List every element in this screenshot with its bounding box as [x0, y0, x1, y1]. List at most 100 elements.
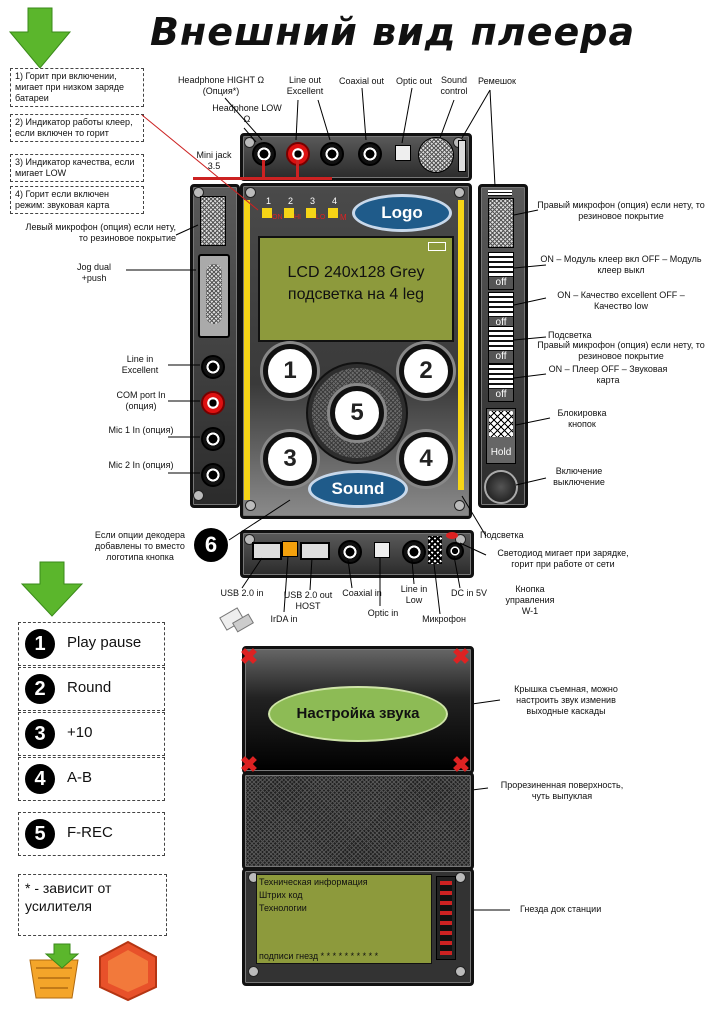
coaxial-out-label: Coaxial out — [338, 76, 385, 86]
button-5[interactable]: 5 — [330, 386, 384, 440]
lock-label: Блокировка кнопок — [557, 408, 607, 429]
led-number-4: 4 — [332, 196, 338, 206]
remove-screw-icon: ✖ — [451, 644, 471, 669]
hold-pattern — [489, 411, 513, 437]
screw — [248, 966, 259, 977]
sound-control-knob[interactable] — [418, 137, 454, 173]
optic-out-label: Optic out — [395, 76, 433, 86]
lcd-line-2: подсветка на 4 leg — [287, 286, 425, 303]
button-4[interactable]: 4 — [399, 432, 453, 486]
led-indicator-1 — [262, 208, 272, 218]
sound-badge[interactable]: Sound — [308, 470, 408, 508]
info-line-3: Технологии — [259, 903, 307, 913]
strap-loop — [458, 140, 466, 172]
line-out-jack[interactable] — [320, 142, 344, 166]
switch-mode[interactable]: off — [488, 364, 514, 402]
led-number-1: 1 — [266, 196, 272, 206]
screw — [193, 490, 204, 501]
jog-dial[interactable] — [198, 254, 230, 338]
charge-led — [446, 532, 458, 539]
switch-cleer[interactable]: off — [488, 252, 514, 290]
dock-note: Гнезда док станции — [520, 904, 602, 914]
coaxial-out-jack[interactable] — [358, 142, 382, 166]
mini-jack-wire — [262, 160, 265, 180]
left-backlight-strip — [244, 200, 250, 500]
jog-wheel[interactable] — [206, 264, 222, 324]
usb-in-label: USB 2.0 in — [220, 588, 264, 598]
mic2-jack[interactable] — [201, 463, 225, 487]
lcd-screen: LCD 240x128 Grey подсветка на 4 leg — [258, 236, 454, 342]
logo-badge: Logo — [352, 194, 452, 232]
right-mic-2-label: Правый микрофон (опция) если нету, то ре… — [537, 340, 705, 361]
power-label: Включение выключение — [553, 466, 605, 487]
optic-out-port[interactable] — [395, 145, 411, 161]
line-in-excellent-jack[interactable] — [201, 355, 225, 379]
info-line-1: Техническая информация — [259, 877, 368, 887]
battery-icon — [428, 242, 446, 251]
legend-label: Play pause — [67, 634, 142, 651]
button-3[interactable]: 3 — [263, 432, 317, 486]
mic2-label: Mic 2 In (опция) — [108, 460, 174, 470]
optic-in-label: Optic in — [367, 608, 399, 618]
dock-pins — [440, 881, 452, 955]
info-line-2: Штрих код — [259, 890, 303, 900]
usb-out-port[interactable] — [300, 542, 330, 560]
mini-jack-wire — [193, 177, 263, 180]
legend-label: F-REC — [67, 824, 113, 841]
usb-out-label: USB 2.0 out HOST — [283, 590, 333, 611]
screw — [245, 500, 256, 511]
screw — [454, 187, 465, 198]
microphone-label: Микрофон — [422, 614, 466, 624]
charge-led-note: Светодиод мигает при зарядке, горит при … — [497, 548, 629, 569]
hexagon-icon — [99, 940, 157, 1002]
usb-in-port[interactable] — [252, 542, 282, 560]
backlight-label: Подсветка — [548, 330, 592, 340]
right-backlight-strip — [458, 200, 464, 490]
mic1-jack[interactable] — [201, 427, 225, 451]
led-number-3: 3 — [310, 196, 316, 206]
led-mark-m: M — [340, 213, 347, 222]
usb-cable-icon — [219, 607, 254, 633]
power-button[interactable] — [484, 470, 518, 504]
note-1: 1) Горит при включении, мигает при низко… — [10, 68, 144, 107]
switch-backlight[interactable]: off — [488, 326, 514, 364]
dc-in-jack[interactable] — [446, 542, 464, 560]
legend-number: 5 — [25, 819, 55, 849]
note-2: 2) Индикатор работы клеер, если включен … — [10, 114, 144, 142]
strap-label: Ремешок — [478, 76, 516, 86]
legend-label: A-B — [67, 769, 93, 786]
info-lcd-area: Техническая информация Штрих код Техноло… — [256, 874, 432, 964]
led-mark-lo: LO — [316, 214, 326, 221]
button-6-marker: 6 — [194, 528, 228, 562]
switch-off-label: off — [489, 389, 513, 401]
led-indicator-2 — [284, 208, 294, 218]
dock-connector[interactable] — [436, 876, 456, 960]
led-number-2: 2 — [288, 196, 294, 206]
mini-jack-wire — [262, 177, 332, 180]
switch-quality-label: ON – Качество excellent OFF – Качество l… — [557, 290, 685, 311]
right-mic-grille — [488, 198, 514, 248]
legend-row-5: 5 F-REC — [18, 812, 165, 856]
switch-quality[interactable]: off — [488, 292, 514, 330]
com-port-jack[interactable] — [201, 391, 225, 415]
hold-switch[interactable]: Hold — [486, 408, 516, 464]
led-mark-on: ON — [272, 214, 283, 221]
line-in-label: Line in Excellent — [121, 354, 159, 375]
line-out-label: Line out Excellent — [286, 75, 324, 96]
green-down-arrow-icon — [20, 561, 84, 617]
legend-number: 2 — [25, 674, 55, 704]
button-1[interactable]: 1 — [263, 344, 317, 398]
cover-note: Крышка съемная, можно настроить звук изм… — [514, 684, 618, 716]
button-2[interactable]: 2 — [399, 344, 453, 398]
screw — [455, 966, 466, 977]
strap-slot — [488, 190, 512, 196]
screw — [245, 187, 256, 198]
dc-in-label: DC in 5V — [450, 588, 487, 598]
optic-in-port[interactable] — [374, 542, 390, 558]
mic1-label: Mic 1 In (опция) — [108, 425, 174, 435]
microphone-grille — [428, 536, 442, 564]
screw — [454, 500, 465, 511]
line-in-low-jack[interactable] — [402, 540, 426, 564]
remove-screw-icon: ✖ — [239, 644, 259, 669]
coaxial-in-jack[interactable] — [338, 540, 362, 564]
